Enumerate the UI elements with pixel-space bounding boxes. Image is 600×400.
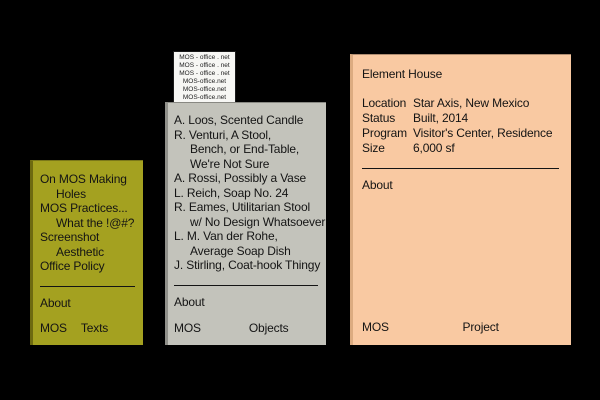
object-item-venturi[interactable]: R. Venturi, A Stool, — [174, 127, 272, 142]
project-field-location: Location Star Axis, New Mexico — [362, 96, 559, 111]
ticker-line: MOS-office.net — [182, 94, 227, 101]
text-item-on-mos-making-holes[interactable]: On MOS Making — [40, 172, 127, 186]
field-label: Status — [362, 110, 396, 125]
divider — [40, 285, 135, 287]
project-card-footer: MOS Project — [362, 320, 559, 335]
ticker-line: MOS - office . net — [179, 62, 230, 69]
ticker-line: MOS-office.net — [182, 86, 227, 93]
about-link-objects[interactable]: About — [174, 294, 205, 309]
object-item-continuation[interactable]: w/ No Design Whatsoever — [190, 214, 326, 229]
spacer — [40, 310, 135, 321]
field-value: Star Axis, New Mexico — [413, 95, 530, 110]
spacer — [174, 309, 318, 321]
text-item-screenshot-aesthetic[interactable]: Screenshot — [40, 230, 100, 244]
object-item-continuation[interactable]: We're Not Sure — [190, 156, 270, 171]
section-label-project[interactable]: Project — [462, 319, 499, 334]
object-item-rossi[interactable]: A. Rossi, Possibly a Vase — [174, 171, 307, 185]
object-item-van-der-rohe[interactable]: L. M. Van der Rohe, — [174, 229, 278, 243]
site-logo-ticker[interactable]: MOS - office . net MOS - office . net MO… — [173, 51, 236, 103]
section-label-objects[interactable]: Objects — [248, 320, 289, 335]
text-item-continuation[interactable]: Holes — [56, 186, 86, 201]
ticker-line: MOS-office.net — [182, 78, 227, 85]
project-card: Element House Location Star Axis, New Me… — [350, 54, 571, 345]
ticker-line: MOS - office . net — [179, 54, 230, 61]
object-item-stirling[interactable]: J. Stirling, Coat-hook Thingy — [174, 258, 321, 272]
project-field-size: Size 6,000 sf — [362, 141, 559, 156]
spacer — [362, 192, 559, 320]
field-label: Location — [362, 95, 407, 110]
object-item-continuation[interactable]: Average Soap Dish — [190, 243, 291, 258]
object-item-eames[interactable]: R. Eames, Utilitarian Stool — [174, 200, 311, 214]
texts-card: On MOS Making Holes MOS Practices... Wha… — [30, 160, 143, 345]
mos-home-link[interactable]: MOS — [174, 320, 201, 335]
about-link-texts[interactable]: About — [40, 295, 71, 310]
project-field-program: Program Visitor's Center, Residence — [362, 126, 559, 141]
object-item-reich[interactable]: L. Reich, Soap No. 24 — [174, 185, 289, 200]
field-label: Program — [362, 125, 407, 140]
text-item-office-policy[interactable]: Office Policy — [40, 259, 105, 273]
about-link-project[interactable]: About — [362, 177, 393, 192]
field-value: Built, 2014 — [413, 110, 469, 125]
section-label-texts[interactable]: Texts — [80, 320, 109, 335]
field-value: Visitor's Center, Residence — [413, 125, 553, 140]
object-item-continuation[interactable]: Bench, or End-Table, — [190, 142, 300, 156]
divider — [174, 284, 318, 286]
mos-home-link[interactable]: MOS — [40, 320, 67, 335]
objects-card: A. Loos, Scented Candle R. Venturi, A St… — [165, 102, 326, 345]
objects-card-footer: MOS Objects — [174, 321, 318, 336]
project-title[interactable]: Element House — [362, 67, 443, 81]
field-label: Size — [362, 140, 385, 155]
text-item-continuation[interactable]: Aesthetic — [56, 244, 105, 259]
text-item-continuation[interactable]: What the !@#? — [56, 215, 135, 230]
mos-home-link[interactable]: MOS — [362, 319, 389, 334]
divider — [362, 167, 559, 169]
object-item-loos[interactable]: A. Loos, Scented Candle — [174, 113, 304, 127]
texts-card-footer: MOS Texts — [40, 321, 135, 336]
ticker-line: MOS - office . net — [179, 70, 230, 77]
field-value: 6,000 sf — [413, 140, 455, 155]
project-field-status: Status Built, 2014 — [362, 111, 559, 126]
text-item-mos-practices[interactable]: MOS Practices... — [40, 201, 128, 215]
